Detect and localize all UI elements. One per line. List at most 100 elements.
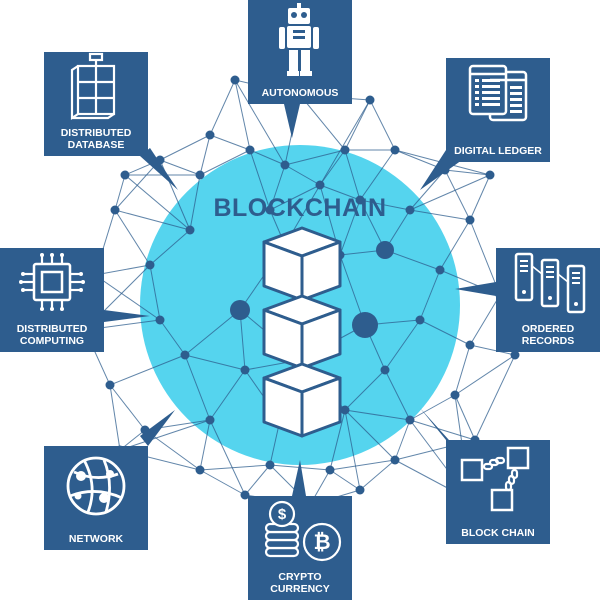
mesh-edge: [149, 264, 161, 321]
mesh-edge: [419, 319, 471, 346]
mesh-node: [380, 365, 390, 375]
card-pointer: [140, 148, 178, 190]
mesh-edge: [159, 159, 201, 176]
mesh-node: [265, 460, 275, 470]
mesh-node: [245, 145, 255, 155]
mesh-edge: [394, 419, 411, 461]
mesh-node: [195, 465, 205, 475]
mesh-edge: [114, 174, 126, 211]
mesh-node: [105, 380, 115, 390]
mesh-node: [465, 215, 475, 225]
ledger-documents-icon: [468, 64, 528, 122]
mesh-node: [180, 350, 190, 360]
card-label-autonomous: AUTONOMOUS: [261, 87, 339, 99]
card-distributed-database: DISTRIBUTED DATABASE: [44, 52, 148, 156]
mesh-edge: [319, 149, 346, 186]
cpu-chip-icon: [19, 253, 85, 311]
mesh-edge: [114, 209, 191, 231]
mesh-node: [205, 130, 215, 140]
mesh-node: [365, 95, 375, 105]
mesh-edge: [384, 249, 441, 271]
mesh-edge: [199, 469, 246, 496]
card-pointer: [284, 104, 300, 138]
mesh-node: [325, 465, 335, 475]
mesh-edge: [329, 409, 346, 471]
mesh-node: [390, 455, 400, 465]
mesh-node: [315, 180, 325, 190]
mesh-node: [265, 205, 275, 215]
mesh-edge: [369, 99, 396, 151]
card-crypto-currency: $ ₿ CRYPTO CURRENCY: [248, 496, 352, 600]
mesh-edge: [234, 79, 251, 151]
card-ordered-records: ORDERED RECORDS: [496, 248, 600, 352]
mesh-node: [450, 390, 460, 400]
mesh-node: [415, 315, 425, 325]
mesh-edge: [299, 94, 346, 151]
mesh-edge: [319, 184, 361, 201]
card-pointer: [455, 282, 496, 296]
mesh-node: [465, 340, 475, 350]
mesh-edge: [454, 354, 516, 396]
mesh-edge: [124, 174, 191, 231]
robot-icon: [279, 3, 319, 76]
mesh-node: [355, 195, 365, 205]
mesh-edge: [209, 369, 246, 421]
mesh-edge: [199, 419, 211, 471]
mesh-node: [155, 315, 165, 325]
mesh-edge: [184, 354, 211, 421]
mesh-node: [120, 170, 130, 180]
card-label-block-chain: BLOCK CHAIN: [461, 527, 535, 539]
mesh-edge: [239, 309, 246, 371]
mesh-edge: [119, 419, 211, 451]
mesh-edge: [409, 394, 456, 421]
mesh-node: [205, 415, 215, 425]
card-label-digital-ledger: DIGITAL LEDGER: [454, 145, 542, 157]
mesh-edge: [284, 149, 346, 166]
mesh-node: [110, 205, 120, 215]
mesh-edge: [249, 149, 286, 166]
mesh-edge: [189, 174, 201, 231]
mesh-edge: [344, 149, 361, 201]
mesh-edge: [319, 99, 371, 186]
mesh-edge: [149, 229, 191, 266]
card-pointer: [104, 310, 150, 322]
mesh-edge: [339, 199, 361, 256]
cube-face-right: [300, 376, 342, 438]
mesh-edge: [234, 79, 286, 166]
mesh-edge: [444, 169, 491, 176]
central-title: BLOCKCHAIN: [213, 194, 387, 222]
server-racks-icon: [514, 252, 586, 314]
mesh-node: [390, 145, 400, 155]
mesh-edge: [344, 99, 371, 151]
mesh-node: [510, 350, 520, 360]
card-digital-ledger: DIGITAL LEDGER: [446, 58, 550, 162]
mesh-edge: [454, 344, 471, 396]
mesh-node: [340, 405, 350, 415]
mesh-edge: [474, 354, 516, 441]
card-label-network: NETWORK: [68, 533, 124, 545]
mesh-edge: [384, 369, 411, 421]
mesh-edge: [199, 464, 271, 471]
mesh-edge: [384, 319, 421, 371]
mesh-edge: [409, 174, 491, 211]
card-label-crypto-currency: CRYPTO CURRENCY: [270, 571, 330, 595]
globe-network-icon: [66, 456, 126, 516]
mesh-node: [376, 241, 394, 259]
mesh-node: [185, 225, 195, 235]
mesh-edge: [329, 459, 396, 471]
blockchain-cubes-icon: [262, 226, 342, 438]
mesh-edge: [409, 169, 446, 211]
mesh-edge: [269, 184, 321, 211]
card-autonomous: AUTONOMOUS: [248, 0, 352, 104]
mesh-edge: [184, 354, 246, 371]
mesh-node: [280, 160, 290, 170]
card-label-distributed-database: DISTRIBUTED DATABASE: [60, 127, 132, 151]
mesh-edge: [284, 164, 321, 186]
mesh-node: [230, 75, 240, 85]
mesh-node: [435, 265, 445, 275]
mesh-node: [405, 205, 415, 215]
card-label-distributed-computing: DISTRIBUTED COMPUTING: [16, 323, 88, 347]
card-pointer: [140, 410, 175, 446]
